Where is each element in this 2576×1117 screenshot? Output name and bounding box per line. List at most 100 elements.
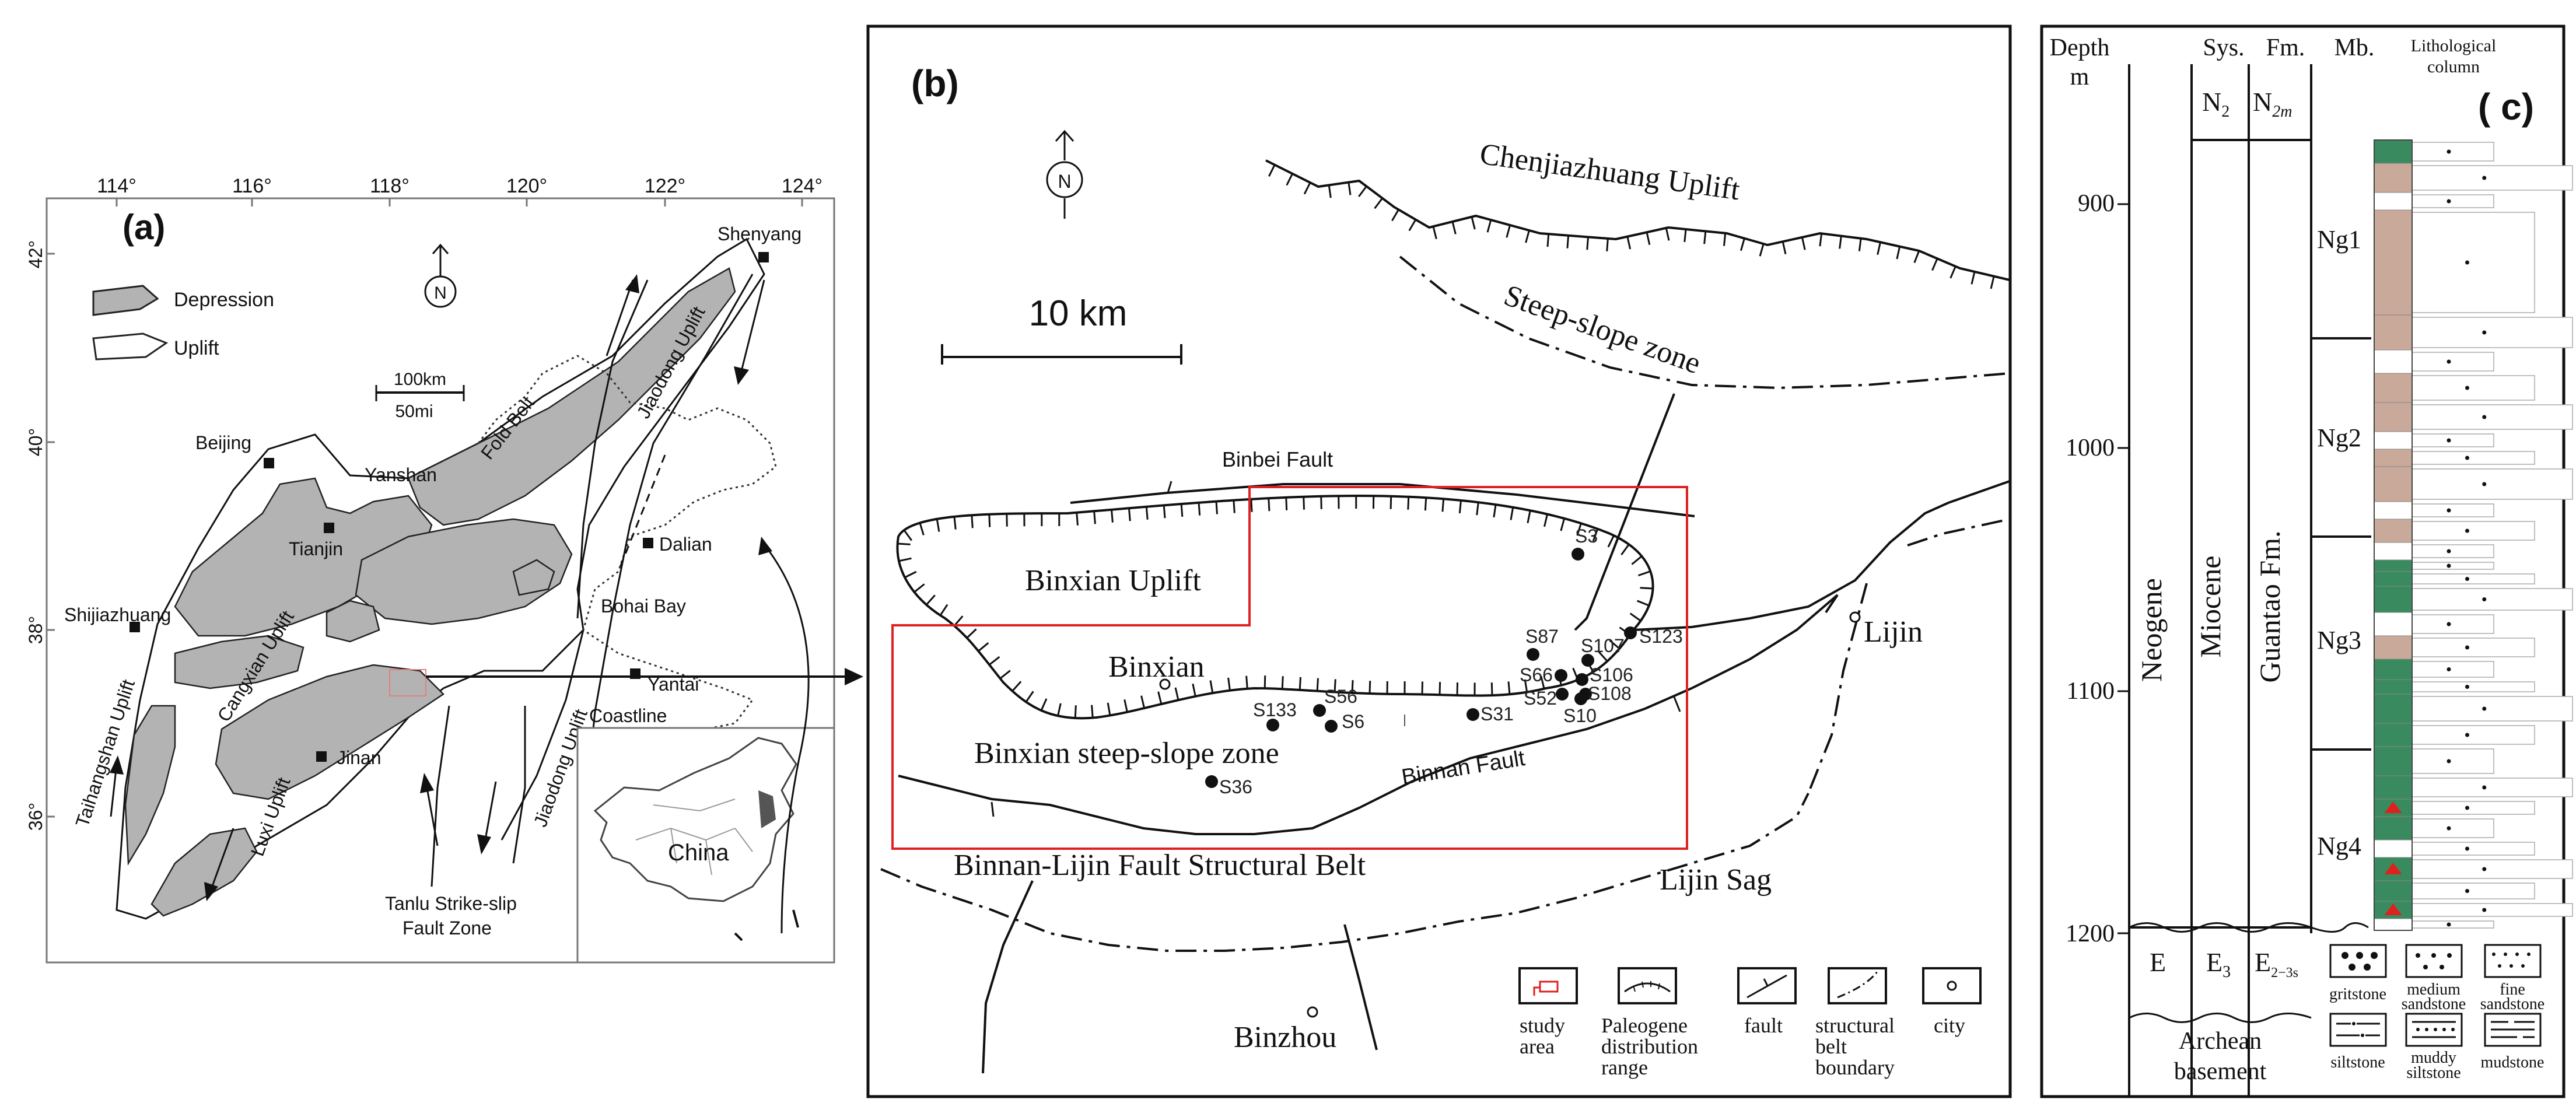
lith-dot	[2446, 199, 2451, 204]
hachure-tick	[1074, 705, 1077, 719]
header-depth: Depth	[2050, 34, 2110, 61]
hachure-tick	[898, 557, 912, 562]
hachure-tick	[1140, 695, 1146, 709]
hachure-tick	[1128, 508, 1131, 521]
hachure-tick	[1040, 698, 1048, 711]
fault-lines-a	[430, 274, 754, 887]
lith-grain-bar	[2412, 903, 2573, 917]
hachure-tick	[1990, 276, 1995, 289]
lith-dot	[2446, 149, 2451, 154]
well-s108: S108	[1588, 683, 1632, 704]
hachure-tick	[966, 628, 977, 639]
member-ng4: Ng4	[2317, 832, 2361, 860]
label-binxian-uplift: Binxian Uplift	[1025, 564, 1201, 597]
lith-dot	[2465, 733, 2469, 737]
legend-boundary-1: structural	[1815, 1014, 1895, 1037]
lith-grain-bar	[2412, 681, 2535, 692]
well-s133: S133	[1253, 699, 1297, 720]
lith-grain-bar	[2412, 614, 2494, 634]
archean-1: Archean	[2179, 1028, 2262, 1055]
hachure-tick	[1374, 197, 1383, 209]
well-s3: S3	[1575, 526, 1598, 547]
steep-slope-boundary-top	[1399, 255, 2010, 390]
hachure-tick	[1626, 236, 1632, 250]
lith-dot	[2465, 456, 2469, 460]
hachure-tick	[1091, 705, 1094, 718]
lith-dot	[2482, 597, 2487, 601]
lith-dot	[2465, 645, 2469, 650]
lith-dot	[2482, 706, 2487, 711]
lith-dot	[2446, 563, 2451, 568]
feature-tanlu-2: Fault Zone	[402, 918, 492, 939]
hachure-tick	[1637, 570, 1651, 577]
hachure-tick	[1057, 703, 1062, 716]
header-lith-1: Lithological	[2411, 36, 2497, 55]
hachure-tick	[1609, 639, 1620, 650]
hachure-tick	[1858, 238, 1862, 251]
hachure-tick	[1215, 501, 1218, 514]
scale-label-b: 10 km	[1029, 293, 1128, 334]
hachure-tick	[1703, 231, 1707, 244]
legend-paleogene-2: distribution	[1601, 1035, 1698, 1058]
study-area-marker-a	[389, 669, 426, 696]
lith-strip	[2374, 659, 2413, 680]
legend-b	[1518, 967, 1982, 1004]
hachure-tick	[1391, 209, 1399, 222]
well-s36: S36	[1219, 776, 1252, 797]
header-mb: Mb.	[2334, 34, 2375, 61]
lith-dot	[2446, 438, 2451, 443]
lon-tick-116: 116°	[232, 175, 272, 197]
label-lijin-sag: Lijin Sag	[1660, 863, 1772, 897]
lith-dot	[2465, 528, 2469, 533]
label-lijin: Lijin	[1864, 615, 1923, 649]
unconformity-base	[2129, 922, 2369, 933]
hachure-tick	[1592, 528, 1599, 541]
scale-bar-b: 10 km	[941, 293, 1182, 365]
well-s66: S66	[1520, 664, 1553, 685]
hachure-tick	[988, 514, 991, 527]
lith-red-marker	[2384, 801, 2402, 813]
binbei-fault	[1070, 483, 1695, 517]
hachure-tick	[1025, 691, 1034, 703]
legend-study-area-1: study	[1520, 1014, 1565, 1037]
hachure-tick	[939, 604, 949, 616]
hachure-tick	[1316, 678, 1319, 691]
hachure-tick	[1546, 234, 1550, 247]
hachure-tick	[1913, 250, 1920, 263]
hachure-tick	[1281, 676, 1284, 689]
lith-grain-bar	[2412, 165, 2573, 191]
well-s10: S10	[1563, 705, 1597, 726]
city-tianjin: Tianjin	[289, 538, 343, 559]
lijin-boundary	[1807, 583, 1868, 794]
well-s87: S87	[1525, 626, 1559, 647]
lith-grain-bar	[2412, 696, 2573, 722]
lith-dot	[2465, 260, 2469, 265]
unconformity-archean	[2129, 1013, 2312, 1023]
panel-a-label: (a)	[123, 208, 165, 247]
lon-tick-122: 122°	[645, 175, 685, 197]
lith-grain-bar	[2412, 588, 2573, 611]
lith-grain-bar	[2412, 212, 2535, 313]
hachure-tick	[1245, 675, 1248, 689]
city-markers-a	[130, 252, 769, 762]
hachure-tick	[1451, 221, 1457, 234]
lith-strip	[2374, 612, 2413, 636]
hachure-tick	[989, 656, 1000, 666]
legend-boundary-3: boundary	[1815, 1056, 1895, 1079]
hachure-tick	[1209, 680, 1214, 694]
lith-dot	[2482, 482, 2487, 486]
hachure-tick	[1456, 682, 1459, 696]
hachure-tick	[903, 529, 913, 541]
hachure-tick	[1723, 233, 1727, 246]
lith-dot	[2446, 508, 2451, 513]
label-binxian-steep-slope-zone: Binxian steep-slope zone	[974, 737, 1279, 770]
hachure-tick	[1471, 216, 1476, 230]
city-beijing: Beijing	[195, 432, 251, 453]
legend-uplift-label: Uplift	[174, 337, 219, 359]
hachure-tick	[1458, 500, 1462, 514]
header-depth-unit: m	[2070, 64, 2090, 90]
lith-red-marker	[2384, 904, 2402, 915]
hachure-tick	[1250, 499, 1253, 512]
hachure-tick	[1493, 504, 1497, 518]
lith-strip	[2374, 694, 2413, 724]
